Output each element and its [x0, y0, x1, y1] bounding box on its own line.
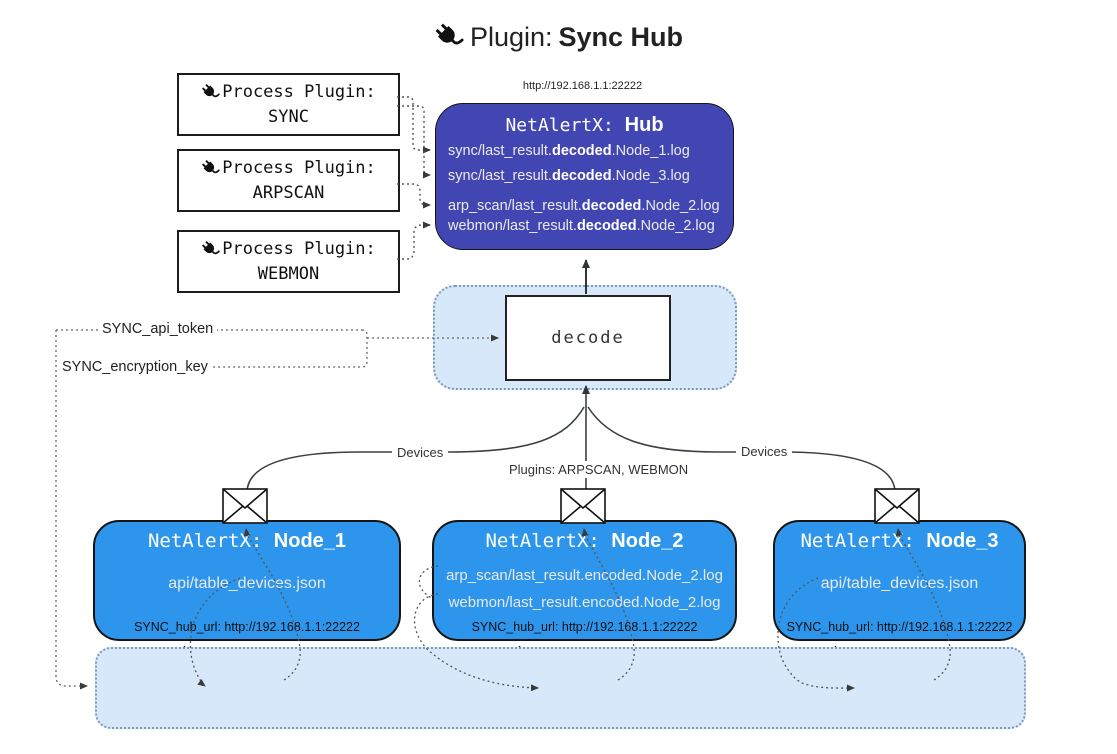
sync-api-token-label: SYNC_api_token: [98, 320, 218, 338]
hub-url: http://192.168.1.1:22222: [522, 80, 643, 92]
node-title: NetAlertX: Node_2: [485, 530, 684, 552]
page-title-prefix: Plugin:: [469, 21, 553, 52]
process-plugin-name: WEBMON: [257, 263, 320, 284]
node-box-3: NetAlertX: Node_3 api/table_devices.json…: [773, 520, 1026, 641]
plug-icon: [197, 236, 224, 263]
plugin-to-hub-connectors: [397, 96, 431, 260]
node-hub-url: SYNC_hub_url: http://192.168.1.1:22222: [134, 620, 360, 634]
node-hub-url: SYNC_hub_url: http://192.168.1.1:22222: [471, 620, 698, 634]
envelope-icon: [560, 488, 606, 524]
process-plugin-name: ARPSCAN: [252, 182, 325, 203]
encode-panel: [95, 647, 1026, 729]
node-title: NetAlertX: Node_1: [147, 530, 347, 552]
node-file: arp_scan/last_result.encoded.Node_2.log: [446, 567, 723, 584]
node-title: NetAlertX: Node_3: [800, 530, 999, 552]
hub-log-line: webmon/last_result.decoded.Node_2.log: [448, 218, 715, 234]
hub-box: NetAlertX: Hub sync/last_result.decoded.…: [435, 103, 734, 250]
envelope-icon: [222, 488, 268, 524]
sync-encryption-key-label: SYNC_encryption_key: [58, 358, 212, 376]
process-plugin-box-arpscan: Process Plugin: ARPSCAN: [177, 149, 400, 212]
process-plugin-name: SYNC: [268, 106, 309, 127]
process-plugin-box-sync: Process Plugin: SYNC: [177, 73, 400, 136]
devices-label-right: Devices: [736, 443, 793, 460]
plug-icon: [197, 79, 224, 106]
plugins-label: Plugins: ARPSCAN, WEBMON: [504, 461, 694, 478]
process-plugin-label: Process Plugin:: [222, 157, 376, 178]
decode-box: decode: [505, 295, 671, 381]
devices-label-left: Devices: [392, 444, 449, 461]
node-file: api/table_devices.json: [820, 575, 979, 592]
envelope-icon: [874, 488, 920, 524]
page-title-emphasis: Sync Hub: [558, 21, 684, 52]
node-hub-url: SYNC_hub_url: http://192.168.1.1:22222: [786, 620, 1013, 634]
process-plugin-box-webmon: Process Plugin: WEBMON: [177, 230, 400, 293]
node-box-2: NetAlertX: Node_2 arp_scan/last_result.e…: [432, 520, 737, 641]
node-box-1: NetAlertX: Node_1 api/table_devices.json…: [93, 520, 401, 641]
plug-icon: [428, 16, 470, 58]
process-plugin-label: Process Plugin:: [222, 81, 376, 102]
hub-log-line: arp_scan/last_result.decoded.Node_2.log: [448, 198, 720, 214]
hub-log-line: sync/last_result.decoded.Node_3.log: [448, 168, 690, 184]
node-file: webmon/last_result.encoded.Node_2.log: [448, 594, 721, 611]
page-title: Plugin: Sync Hub: [0, 16, 1117, 58]
hub-title-prefix: NetAlertX:: [505, 115, 625, 136]
process-plugin-label: Process Plugin:: [222, 238, 376, 259]
hub-title: NetAlertX: Hub: [436, 114, 733, 137]
hub-title-name: Hub: [624, 114, 664, 136]
plug-icon: [197, 155, 224, 182]
node-file: api/table_devices.json: [168, 575, 326, 592]
hub-log-line: sync/last_result.decoded.Node_1.log: [448, 143, 690, 159]
